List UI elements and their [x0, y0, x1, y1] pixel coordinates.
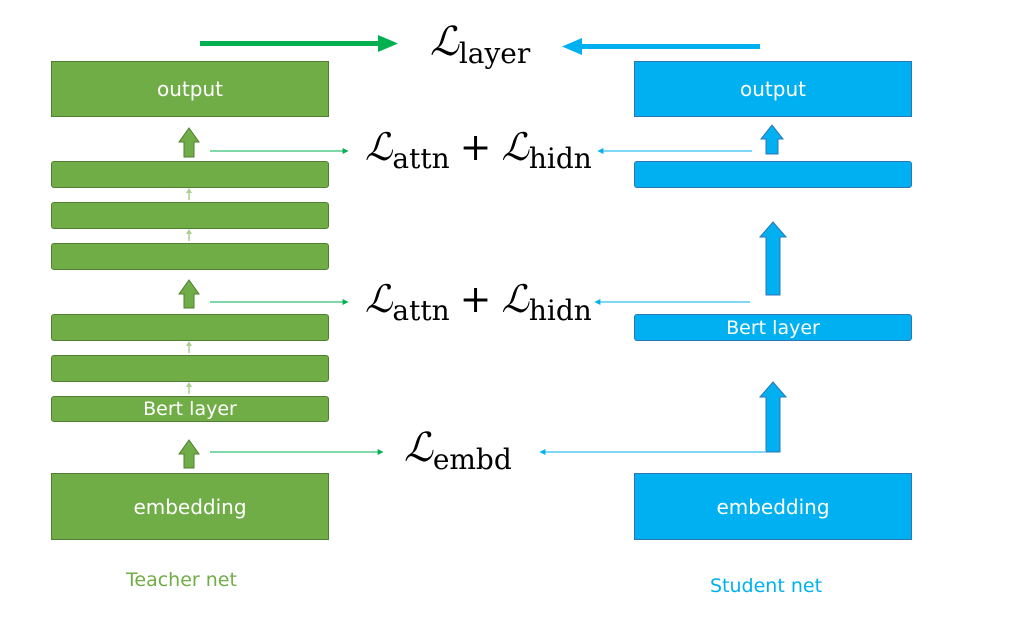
teacher-embedding-label: embedding: [133, 494, 247, 519]
teacher-caption: Teacher net: [126, 569, 237, 591]
teacher-embedding-box: embedding: [51, 473, 329, 540]
teacher-layer-box: [51, 161, 329, 188]
loss-symbol: ℒ: [430, 19, 459, 65]
loss-symbol: ℒ: [404, 425, 433, 471]
teacher-up-arrow: [178, 279, 200, 309]
loss-subscript: layer: [458, 37, 531, 70]
teacher-small-up-arrow: [186, 229, 192, 241]
teacher-to-layer-loss-arrow: [200, 35, 398, 52]
loss-subscript: embd: [432, 443, 512, 476]
teacher-output-box: output: [51, 61, 329, 117]
teacher-layer-box: [51, 355, 329, 382]
teacher-up-arrow: [178, 127, 200, 158]
student-caption: Student net: [710, 575, 823, 597]
student-up-arrow: [758, 381, 788, 453]
student-embedding-box: embedding: [634, 473, 912, 540]
attn-hidn-loss-label-middle: ℒattn+ℒhidn: [365, 277, 592, 325]
loss-subscript: hidn: [528, 142, 592, 175]
teacher-small-up-arrow: [186, 341, 192, 353]
plus-sign: +: [459, 277, 492, 321]
student-bert-layer-label: Bert layer: [726, 316, 820, 339]
loss-subscript: attn: [392, 142, 450, 175]
loss-symbol: ℒ: [501, 125, 529, 169]
teacher-layer-box: [51, 202, 329, 229]
student-output-box: output: [634, 61, 912, 117]
loss-subscript: hidn: [528, 294, 592, 327]
loss-symbol: ℒ: [501, 277, 529, 321]
loss-symbol: ℒ: [365, 277, 393, 321]
attn-hidn-loss-label-upper: ℒattn+ℒhidn: [365, 125, 592, 173]
teacher-bert-layer-box: Bert layer: [51, 396, 329, 422]
student-bert-layer-box: Bert layer: [634, 314, 912, 341]
teacher-up-arrow: [178, 439, 200, 469]
student-output-label: output: [740, 77, 806, 101]
layer-loss-label: ℒlayer: [430, 19, 530, 68]
teacher-small-up-arrow: [186, 188, 192, 200]
embd-loss-label: ℒembd: [404, 425, 512, 474]
student-to-layer-loss-arrow: [562, 38, 760, 55]
teacher-bert-layer-label: Bert layer: [143, 398, 237, 420]
student-embedding-label: embedding: [716, 494, 830, 519]
loss-subscript: attn: [392, 294, 450, 327]
plus-sign: +: [459, 125, 492, 169]
loss-symbol: ℒ: [365, 125, 393, 169]
student-layer-box: [634, 161, 912, 188]
student-up-arrow: [758, 221, 788, 296]
teacher-layer-box: [51, 243, 329, 270]
teacher-small-up-arrow: [186, 382, 192, 394]
teacher-output-label: output: [157, 77, 223, 101]
student-up-arrow: [759, 124, 785, 155]
teacher-layer-box: [51, 314, 329, 341]
